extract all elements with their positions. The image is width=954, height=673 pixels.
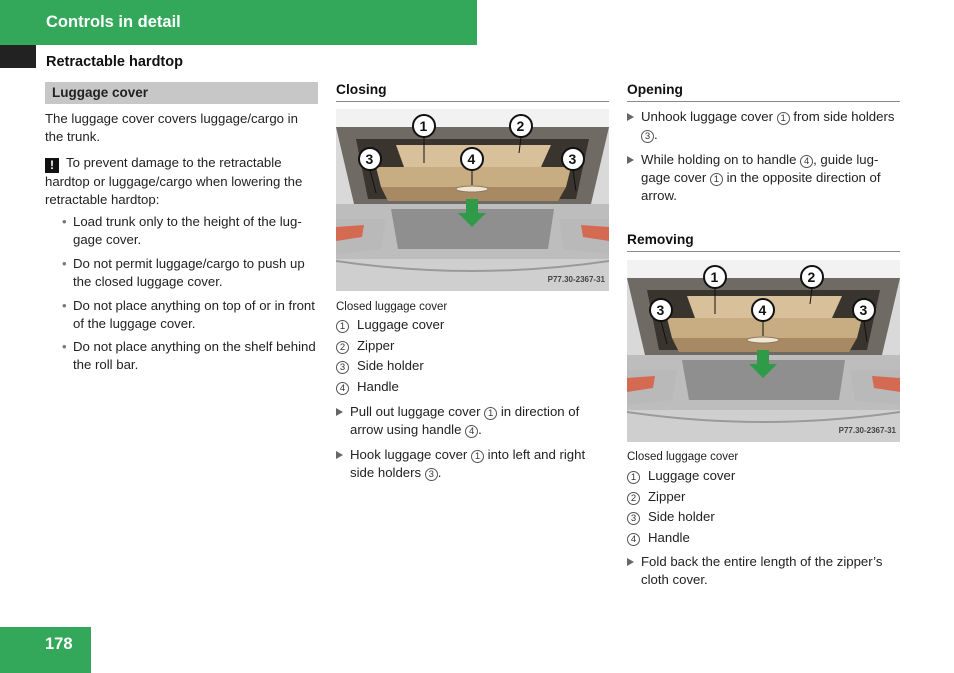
closing-step-2: Hook luggage cover 1 into left and right…	[336, 446, 609, 482]
warning-paragraph: !To prevent damage to the retractable ha…	[45, 154, 318, 209]
image-code: P77.30-2367-31	[838, 426, 896, 435]
svg-text:2: 2	[808, 269, 816, 285]
svg-text:3: 3	[860, 302, 868, 318]
callout-number-icon: 4	[627, 533, 640, 546]
callout-number-icon: 4	[336, 382, 349, 395]
page-number-tab	[0, 627, 91, 673]
chapter-title: Controls in detail	[46, 13, 181, 31]
opening-step-1: Unhook luggage cover 1 from side holders…	[627, 108, 900, 144]
removing-step: Fold back the entire length of the zippe…	[627, 553, 900, 589]
trunk-illustration: 1 2 3 4 3	[627, 260, 900, 442]
callout-number-icon: 1	[776, 112, 790, 125]
callout-number-icon: 3	[627, 512, 640, 525]
callout-number-icon: 2	[336, 341, 349, 354]
luggage-cover-heading-bar: Luggage cover	[45, 82, 318, 104]
svg-text:2: 2	[517, 118, 525, 134]
callout-number-icon: 1	[627, 471, 640, 484]
bullet-icon: •	[62, 256, 67, 271]
page-number: 178	[45, 635, 73, 653]
trunk-illustration: 1 2 3 4 3	[336, 109, 609, 291]
list-item: •Do not permit luggage/cargo to push up …	[62, 256, 305, 289]
luggage-cover-heading: Luggage cover	[52, 85, 149, 100]
svg-text:3: 3	[569, 151, 577, 167]
section-title: Retractable hardtop	[46, 54, 183, 70]
callout-number-icon: 1	[336, 320, 349, 333]
warning-icon: !	[45, 158, 59, 173]
step-arrow-icon	[627, 558, 634, 566]
trunk-photo-closing: 1 2 3 4 3 P77.30-2367-31	[336, 109, 609, 291]
svg-text:4: 4	[468, 151, 476, 167]
list-item: •Do not place anything on top of or in f…	[62, 298, 315, 331]
closing-step-1: Pull out luggage cover 1 in direction of…	[336, 403, 609, 439]
callout-number-icon: 1	[470, 450, 484, 463]
step-arrow-icon	[336, 451, 343, 459]
callout-number-icon: 3	[336, 361, 349, 374]
closing-heading: Closing	[336, 81, 609, 102]
callout-number-icon: 3	[424, 468, 438, 481]
bullet-icon: •	[62, 298, 67, 313]
callout-number-icon: 3	[641, 130, 654, 143]
intro-text: The luggage cover covers luggage/cargo i…	[45, 111, 298, 144]
closing-caption: Closed luggage cover	[336, 301, 448, 313]
image-code: P77.30-2367-31	[547, 275, 605, 284]
removing-heading: Removing	[627, 231, 900, 252]
removing-caption: Closed luggage cover	[627, 451, 739, 463]
step-arrow-icon	[627, 113, 634, 121]
opening-step-2: While holding on to handle 4, guide lug-…	[627, 151, 900, 205]
section-marker	[0, 45, 36, 68]
callout-number-icon: 4	[800, 155, 814, 168]
warning-text: To prevent damage to the retractable har…	[45, 155, 303, 207]
svg-text:3: 3	[366, 151, 374, 167]
callout-number-icon: 1	[709, 173, 723, 186]
callout-number-icon: 4	[465, 425, 479, 438]
bullet-icon: •	[62, 214, 67, 229]
step-arrow-icon	[627, 156, 634, 164]
svg-text:4: 4	[759, 302, 767, 318]
bullet-icon: •	[62, 339, 67, 354]
step-arrow-icon	[336, 408, 343, 416]
svg-text:1: 1	[420, 118, 428, 134]
chapter-header-bar	[0, 0, 477, 45]
list-item: •Load trunk only to the height of the lu…	[62, 214, 302, 247]
svg-text:3: 3	[657, 302, 665, 318]
svg-text:1: 1	[711, 269, 719, 285]
list-item: •Do not place anything on the shelf behi…	[62, 339, 316, 372]
trunk-photo-removing: 1 2 3 4 3 P77.30-2367-31	[627, 260, 900, 442]
callout-number-icon: 2	[627, 492, 640, 505]
opening-heading: Opening	[627, 81, 900, 102]
callout-number-icon: 1	[484, 407, 498, 420]
